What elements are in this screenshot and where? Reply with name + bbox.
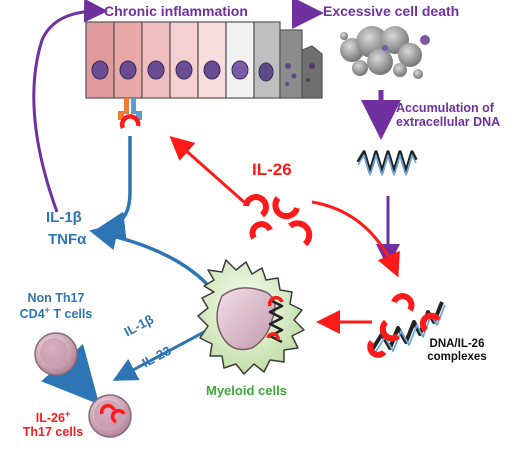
dying-cells-icon (340, 26, 430, 79)
arrow-myeloid-to-tcell (112, 328, 209, 381)
t-cell-icon (34, 332, 78, 376)
label-il26-plus: IL-26 (35, 411, 65, 426)
label-non-th17-line1: Non Th17 (27, 291, 85, 305)
th17-cell-icon (88, 394, 132, 438)
receptor-icon (118, 98, 142, 130)
arrow-cytokines-to-inflammation (32, 0, 108, 213)
label-complex-line2: complexes (427, 350, 487, 363)
label-il1b: IL-1β (46, 209, 82, 226)
label-th17-line1: IL-26+ (8, 409, 98, 425)
label-il26-plus-sup: + (64, 409, 71, 419)
label-complex-line1: DNA/IL-26 (429, 338, 485, 350)
label-myeloid-cells: Myeloid cells (206, 383, 287, 398)
arrow-il26-to-epithelium (169, 136, 245, 204)
arrow-il26-to-complex (311, 200, 400, 278)
label-dna-il26-complexes: DNA/IL-26 complexes (412, 338, 502, 364)
label-cd4-sup: + (44, 305, 50, 315)
label-tnfa: TNFα (48, 231, 87, 248)
myeloid-cell-icon (197, 259, 305, 375)
arrow-tcell-to-th17 (41, 344, 100, 405)
label-accumulation-line1: Accumulation of (396, 101, 494, 115)
epithelium-icon (85, 21, 323, 99)
il26-cytokine-icon (243, 194, 313, 247)
label-th17: IL-26+ Th17 cells (8, 409, 98, 439)
label-non-th17: Non Th17 CD4+ T cells (11, 291, 101, 321)
label-excessive-cell-death: Excessive cell death (323, 3, 460, 19)
label-il26: IL-26 (252, 160, 292, 179)
label-chronic-inflammation: Chronic inflammation (104, 3, 248, 19)
dna-strand-icon (356, 150, 418, 176)
dna-il26-complex-icon (367, 293, 446, 358)
label-t-cells: T cells (49, 307, 93, 322)
label-th17-line2: Th17 cells (22, 425, 84, 440)
arrow-epithelium-to-cytokines (97, 136, 132, 240)
label-non-th17-line2: CD4+ T cells (11, 305, 101, 321)
label-accumulation-line2: extracellular DNA (396, 115, 501, 129)
label-accumulation-dna: Accumulation of extracellular DNA (396, 101, 500, 129)
label-cd4: CD4 (19, 307, 45, 322)
arrow-myeloid-to-cytokines (89, 222, 216, 294)
